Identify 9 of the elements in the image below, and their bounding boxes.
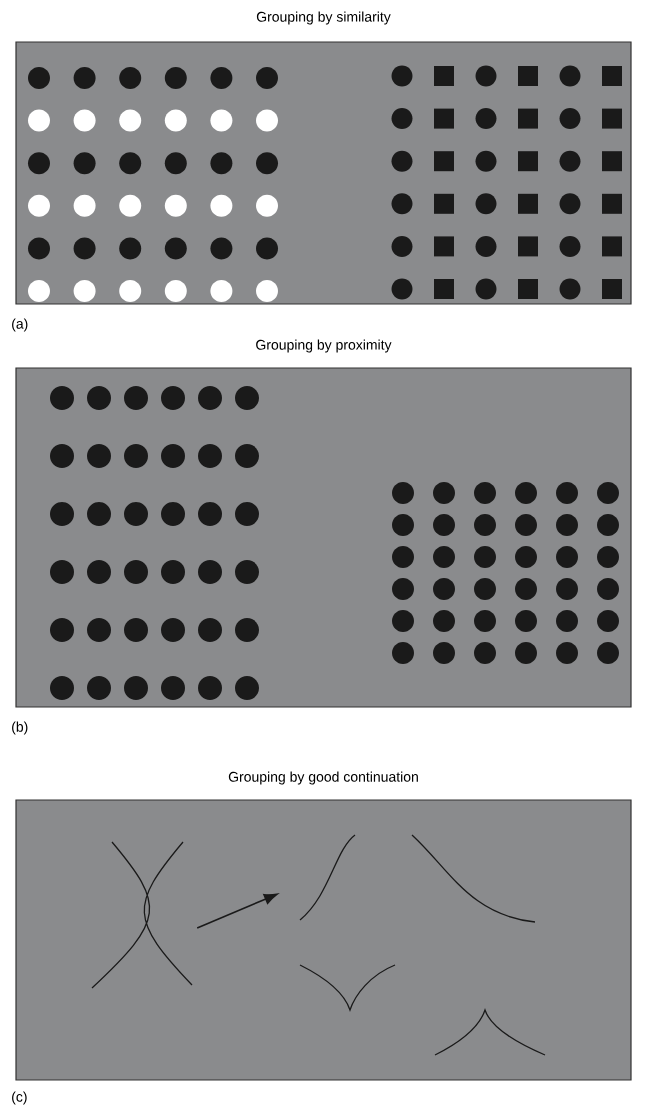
- panel-title: Grouping by similarity: [256, 11, 391, 25]
- crossing-curves-drawing: [91, 841, 193, 989]
- panel-title: Grouping by proximity: [256, 339, 392, 353]
- curve-segments-drawing: [299, 834, 546, 1056]
- panel-title: Grouping by good continuation: [228, 771, 418, 785]
- panel-label: (c): [12, 1091, 27, 1105]
- arrow: [196, 893, 278, 929]
- panel-label: (b): [12, 721, 28, 735]
- panel-label: (a): [12, 318, 28, 332]
